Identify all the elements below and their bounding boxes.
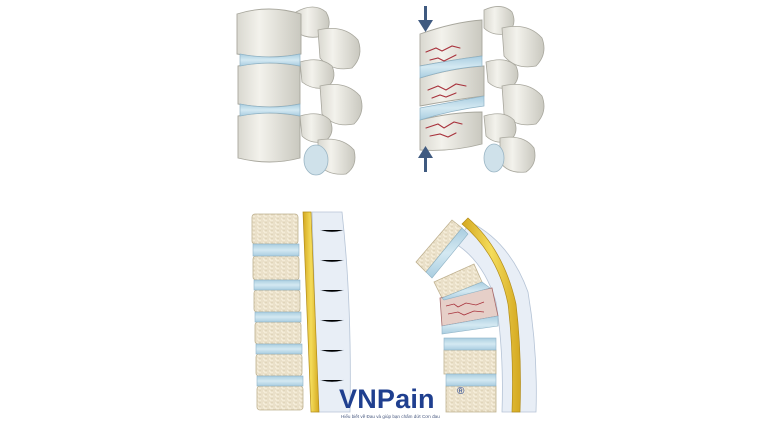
registered-mark: ®: [457, 386, 465, 397]
brand-name: VNPain: [339, 384, 435, 414]
vnpain-logo: VNPain ® Hiểu biết về Đau và giúp bạn ch…: [339, 384, 464, 424]
healthy-vertebrae-3d: [236, 6, 363, 176]
arrow-up-icon: [418, 146, 433, 172]
arrow-down-icon: [418, 6, 433, 32]
healthy-spine-sagittal: [251, 211, 351, 413]
compressed-vertebrae-3d: [419, 6, 545, 173]
fractured-spine-sagittal: [415, 217, 537, 413]
brand-tagline: Hiểu biết về Đau và giúp bạn chấm dứt Cơ…: [341, 414, 440, 419]
